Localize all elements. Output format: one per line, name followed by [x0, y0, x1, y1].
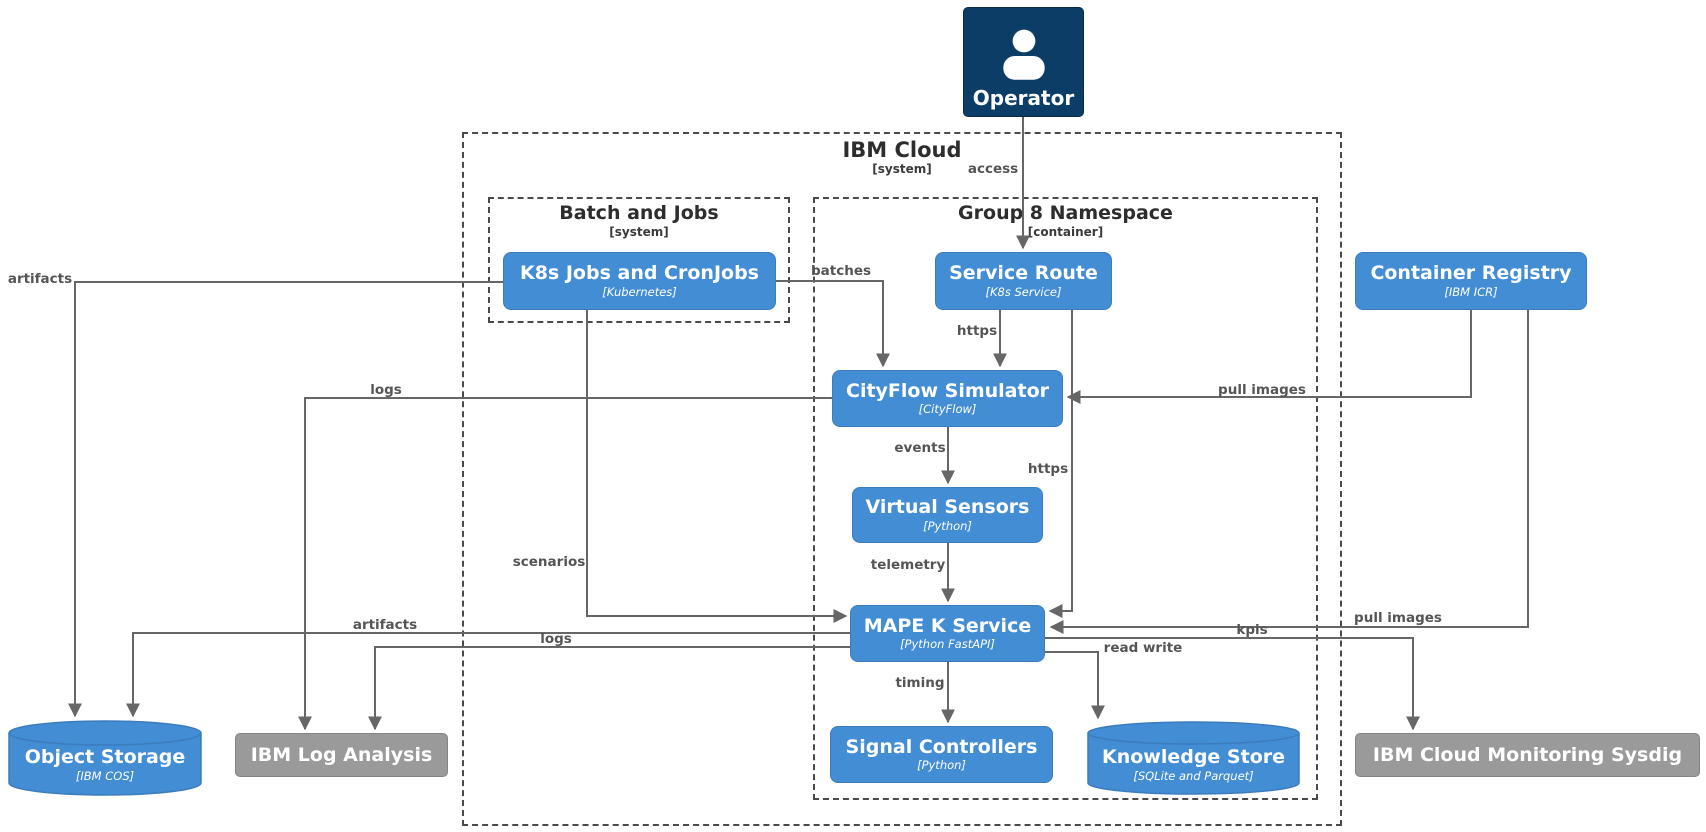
edge-label-read-write: read write [1103, 640, 1183, 656]
edge-logs-cityflow [298, 397, 832, 731]
node-title: Service Route [949, 262, 1098, 285]
node-service-route: Service Route [K8s Service] [935, 252, 1112, 310]
edge-label-artifacts-1: artifacts [7, 271, 73, 287]
edge-pull-images-mapek [1049, 310, 1529, 634]
node-ibm-log-analysis: IBM Log Analysis [235, 733, 448, 777]
edge-label-pull-images-2: pull images [1354, 610, 1442, 626]
edge-https-route-mapek [1048, 310, 1073, 618]
node-subtitle: [IBM COS] [75, 768, 135, 783]
edge-label-kpis: kpis [1236, 622, 1268, 638]
node-subtitle: [Python FastAPI] [900, 637, 995, 652]
boundary-title: Batch and Jobs [559, 202, 719, 224]
edge-scenarios [586, 310, 848, 623]
node-subtitle: [Python] [917, 758, 966, 773]
cylinder-shape [8, 720, 202, 796]
node-title: Object Storage [24, 746, 186, 769]
node-operator: Operator [963, 7, 1084, 117]
edge-label-artifacts-2: artifacts [352, 617, 418, 633]
node-knowledge-store: Knowledge Store [SQLite and Parquet] [1087, 721, 1300, 795]
boundary-ibm-cloud: IBM Cloud [system] [462, 132, 1342, 826]
node-signal-controllers: Signal Controllers [Python] [830, 726, 1053, 783]
node-mape-k-service: MAPE K Service [Python FastAPI] [850, 605, 1045, 662]
edge-label-timing: timing [895, 675, 945, 691]
boundary-group8-namespace: Group 8 Namespace [container] [813, 197, 1318, 800]
node-cityflow-simulator: CityFlow Simulator [CityFlow] [832, 370, 1063, 427]
edge-label-https-2: https [1027, 461, 1069, 477]
node-title: CityFlow Simulator [846, 379, 1049, 402]
node-virtual-sensors: Virtual Sensors [Python] [852, 487, 1043, 543]
node-subtitle: [K8s Service] [985, 284, 1062, 299]
edge-label-telemetry: telemetry [870, 557, 946, 573]
node-title: IBM Log Analysis [250, 743, 433, 766]
cylinder-shape [1087, 721, 1300, 795]
edge-label-pull-images-1: pull images [1218, 382, 1306, 398]
edge-logs-mapek [368, 646, 850, 731]
edge-label-logs-2: logs [540, 631, 572, 647]
node-container-registry: Container Registry [IBM ICR] [1355, 252, 1587, 310]
boundary-batch-and-jobs: Batch and Jobs [system] [488, 197, 790, 323]
boundary-subtitle: [container] [1027, 224, 1104, 239]
node-title: MAPE K Service [863, 614, 1032, 637]
node-subtitle: [CityFlow] [918, 402, 977, 417]
edge-pull-images-cityflow [1066, 310, 1472, 404]
node-subtitle: [Kubernetes] [602, 284, 677, 299]
node-k8s-jobs-and-cronjobs: K8s Jobs and CronJobs [Kubernetes] [503, 252, 776, 310]
edge-label-batches: batches [810, 263, 872, 279]
edge-label-logs-1: logs [370, 382, 402, 398]
boundary-subtitle: [system] [609, 224, 669, 239]
node-title: Knowledge Store [1101, 746, 1286, 769]
edge-kpis [1045, 637, 1420, 731]
edge-read-write [1045, 651, 1105, 720]
edge-label-https-1: https [956, 323, 998, 339]
node-object-storage: Object Storage [IBM COS] [8, 720, 202, 796]
edge-label-scenarios: scenarios [512, 554, 586, 570]
node-subtitle: [SQLite and Parquet] [1133, 768, 1254, 783]
node-subtitle: [IBM ICR] [1444, 284, 1498, 299]
boundary-subtitle: [system] [872, 162, 932, 177]
node-subtitle: [Python] [923, 518, 972, 533]
operator-person-icon [1002, 29, 1045, 80]
node-title: Container Registry [1370, 262, 1572, 285]
node-title: Virtual Sensors [865, 496, 1030, 519]
edge-artifacts-k8s [68, 281, 503, 718]
edge-batches [776, 280, 890, 368]
node-title: K8s Jobs and CronJobs [519, 262, 759, 285]
node-title: IBM Cloud Monitoring Sysdig [1372, 743, 1683, 766]
node-title: Signal Controllers [845, 735, 1038, 758]
node-ibm-cloud-monitoring-sysdig: IBM Cloud Monitoring Sysdig [1355, 733, 1700, 777]
edge-label-events: events [894, 440, 946, 456]
edge-artifacts-mapek [126, 632, 850, 718]
node-title: Operator [972, 86, 1075, 110]
boundary-title: IBM Cloud [842, 138, 962, 162]
edge-label-access: access [967, 161, 1019, 177]
boundary-title: Group 8 Namespace [958, 202, 1173, 224]
